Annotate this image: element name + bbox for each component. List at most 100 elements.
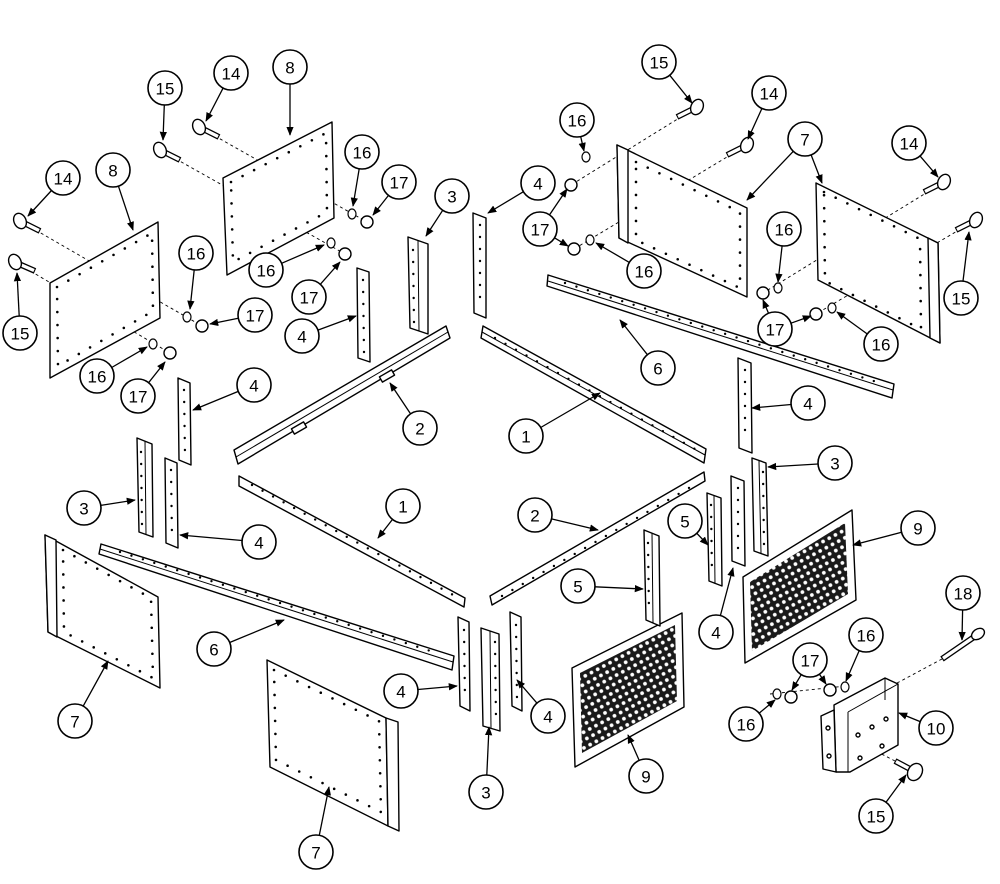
leader-arrow — [751, 403, 792, 411]
callout-number: 16 — [353, 144, 372, 163]
callout-circle — [757, 311, 793, 347]
callout-circle — [95, 152, 131, 188]
callout-8: 8 — [95, 152, 134, 231]
post-4-bottom-right — [509, 611, 523, 712]
callout-4: 4 — [751, 385, 826, 421]
bolt-15-bottom — [893, 758, 924, 782]
callout-circle — [900, 510, 936, 546]
bolt-15-top-right — [675, 98, 705, 120]
callout-number: 9 — [913, 520, 922, 539]
callout-16: 16 — [845, 617, 884, 682]
washer-16 — [840, 681, 850, 693]
callout-number: 4 — [249, 377, 258, 396]
callout-circle — [945, 575, 981, 611]
callout-number: 4 — [803, 395, 812, 414]
callout-number: 16 — [187, 245, 206, 264]
panel-7-top-left — [616, 144, 748, 298]
leader-arrow — [187, 269, 195, 310]
hole-row — [563, 281, 882, 385]
callout-number: 1 — [521, 428, 530, 447]
callout-circle — [943, 280, 979, 316]
callout-5: 5 — [560, 568, 644, 604]
callout-number: 5 — [573, 578, 582, 597]
callout-circle — [383, 673, 419, 709]
perforated-mesh — [580, 625, 677, 753]
leader-arrow — [762, 299, 770, 314]
callout-4: 4 — [192, 367, 272, 411]
leader-arrow — [417, 683, 458, 691]
post-3-top-left — [407, 236, 429, 335]
hole-row — [250, 483, 457, 598]
callout-circle — [751, 75, 787, 111]
callout-number: 16 — [737, 716, 756, 735]
bolt-18-long — [940, 627, 986, 662]
leader-arrow — [747, 108, 763, 140]
bolt-15-right — [954, 211, 984, 233]
callout-number: 16 — [775, 221, 794, 240]
callout-circle — [858, 798, 894, 834]
callout-number: 15 — [156, 80, 175, 99]
callout-number: 1 — [398, 498, 407, 517]
leader-arrow — [159, 104, 167, 141]
callout-circle — [284, 318, 320, 354]
callout-7: 7 — [298, 786, 334, 870]
leader-arrow — [377, 519, 394, 539]
bolt-14-left — [12, 212, 42, 234]
leader-arrow — [595, 242, 630, 263]
callout-18: 18 — [945, 575, 981, 641]
callout-14: 14 — [891, 125, 939, 178]
callout-16: 16 — [766, 211, 802, 283]
callout-17: 17 — [372, 164, 417, 216]
leader-arrow — [627, 734, 640, 761]
nut-17 — [784, 690, 798, 704]
callout-number: 7 — [800, 131, 809, 150]
callout-15: 15 — [147, 70, 183, 141]
callout-number: 9 — [641, 768, 650, 787]
callout-circle — [344, 134, 380, 170]
perforated-mesh — [750, 523, 848, 651]
leader-arrow — [548, 188, 568, 216]
leader-arrow — [790, 315, 812, 324]
callout-number: 4 — [543, 708, 552, 727]
leader-arrow — [746, 150, 794, 201]
callout-circle — [891, 125, 927, 161]
hole-row — [272, 667, 383, 815]
bolt-14-top-left — [191, 118, 221, 140]
callout-5: 5 — [667, 503, 709, 546]
leader-arrow — [111, 346, 148, 369]
callout-17: 17 — [120, 361, 166, 414]
callout-number: 14 — [900, 135, 919, 154]
washer-16 — [347, 208, 357, 220]
callout-17: 17 — [522, 188, 569, 247]
leader-arrow — [594, 584, 644, 593]
leader-arrow — [719, 567, 735, 616]
callout-number: 3 — [79, 500, 88, 519]
leader-arrow — [767, 462, 819, 471]
nut-17 — [564, 178, 578, 192]
callout-17: 17 — [209, 297, 273, 333]
nut-17 — [823, 683, 837, 697]
callout-circle — [918, 710, 954, 746]
leader-arrow — [27, 190, 52, 217]
callout-circle — [213, 55, 249, 91]
callout-3: 3 — [425, 178, 470, 237]
callout-circle — [817, 445, 853, 481]
callout-9: 9 — [852, 510, 936, 547]
callout-circle — [57, 703, 93, 739]
callout-circle — [508, 418, 544, 454]
callout-number: 16 — [635, 263, 654, 282]
axis-line — [19, 220, 203, 327]
leader-arrow — [758, 699, 776, 714]
panel-8-upper — [222, 121, 335, 276]
rail-6-left — [98, 543, 455, 671]
callout-1: 1 — [377, 488, 421, 539]
washer-16 — [581, 151, 591, 163]
post-5-center — [643, 529, 661, 627]
post-4-left-upper — [177, 377, 192, 466]
bracket-flange — [820, 709, 837, 773]
leader-arrow — [551, 518, 599, 532]
callout-15: 15 — [858, 774, 907, 834]
leader-arrow — [317, 315, 357, 331]
panel-8-left — [49, 221, 161, 379]
callout-number: 4 — [396, 683, 405, 702]
